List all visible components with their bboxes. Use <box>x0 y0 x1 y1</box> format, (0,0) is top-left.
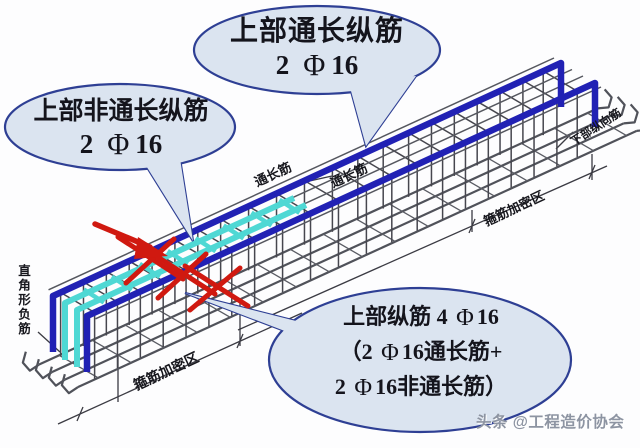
cutoff-arrowhead <box>134 237 168 259</box>
through-bar-near <box>83 79 599 372</box>
through-bars <box>49 59 599 372</box>
dim-tick <box>76 406 84 422</box>
callout-bubble-summary <box>184 286 573 434</box>
cutoff-marker <box>92 221 251 313</box>
rebar-grade-symbol: Φ <box>381 339 399 366</box>
bubble-tail-join <box>348 76 416 146</box>
callout-left-title: 上部非通长纵筋 <box>33 97 209 125</box>
label-right-angle-negative-bar: 直角形负筋 <box>16 264 30 337</box>
bubble-tail-join <box>185 293 324 346</box>
bar-diameter: 16 <box>135 129 163 159</box>
cutoff-x <box>123 236 177 286</box>
bubble-ellipse <box>267 286 573 434</box>
bottom-bars <box>21 88 640 395</box>
dim-line-right <box>237 165 608 331</box>
watermark: 头条 @工程造价协会 <box>476 414 625 431</box>
callout-bubble-top <box>192 4 442 149</box>
bubble-ellipse <box>192 4 442 96</box>
rebar-grade-symbol: Φ <box>456 304 474 331</box>
bubble-tail-join <box>140 146 193 241</box>
through-bar-far <box>49 59 565 352</box>
bar-count: 2 <box>275 50 290 80</box>
rebar-grade-symbol: Φ <box>303 48 326 82</box>
callout-top-title: 上部通长纵筋 <box>229 15 404 46</box>
leader-negative-bar <box>37 331 61 353</box>
non-through-bars <box>62 195 308 367</box>
non-through-bar-far <box>62 195 296 360</box>
non-through-bar-near <box>74 202 308 367</box>
callout-bubble-left <box>3 82 237 242</box>
cutoff-x <box>187 265 243 313</box>
bar-count: 2 <box>79 129 94 159</box>
dim-line-left <box>57 312 303 425</box>
bar-diameter: 16 <box>331 50 359 80</box>
rebar-grade-symbol: Φ <box>107 127 130 161</box>
cutoff-x <box>155 251 209 301</box>
rebar-grade-symbol: Φ <box>354 374 373 401</box>
